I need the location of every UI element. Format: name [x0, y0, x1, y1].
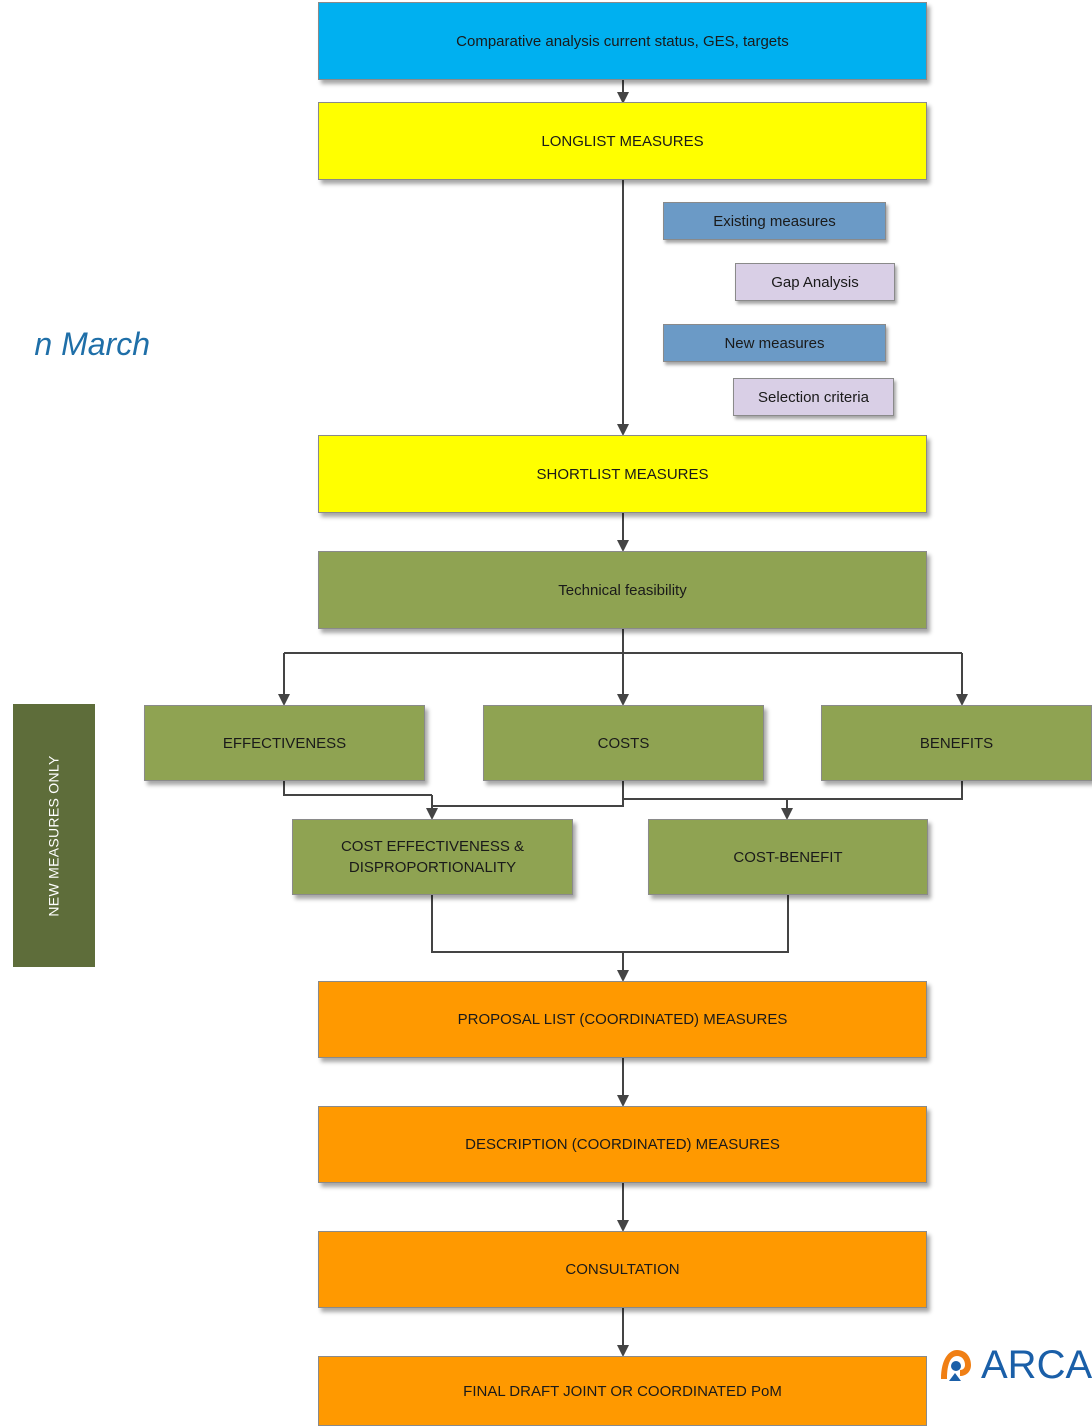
line-benefits-merge — [787, 781, 963, 800]
shortlist-measures-label: SHORTLIST MEASURES — [536, 465, 709, 483]
consultation-label: CONSULTATION — [565, 1261, 680, 1278]
final-draft-box: FINAL DRAFT JOINT OR COORDINATED PoM — [318, 1356, 927, 1426]
cost-benefit-box: COST-BENEFIT — [648, 819, 928, 895]
new-measures-box: New measures — [663, 324, 886, 362]
existing-measures-box: Existing measures — [663, 202, 886, 240]
longlist-measures-box: LONGLIST MEASURES — [318, 102, 927, 180]
costs-label: COSTS — [597, 734, 650, 752]
side-note-text: n March — [34, 326, 150, 362]
technical-feasibility-label: Technical feasibility — [558, 581, 687, 599]
proposal-list-box: PROPOSAL LIST (COORDINATED) MEASURES — [318, 981, 927, 1058]
shortlist-measures-box: SHORTLIST MEASURES — [318, 435, 927, 513]
technical-feasibility-box: Technical feasibility — [318, 551, 927, 629]
cost-effectiveness-box: COST EFFECTIVENESS & DISPROPORTIONALITY — [292, 819, 573, 895]
line-costs-merge — [432, 781, 624, 807]
new-measures-only-sidebar: NEW MEASURES ONLY — [13, 704, 95, 967]
existing-measures-label: Existing measures — [713, 212, 836, 230]
new-measures-label: New measures — [724, 334, 825, 352]
logo-wordmark: ARCA — [981, 1342, 1092, 1387]
line-analysis-merge — [431, 895, 789, 953]
benefits-box: BENEFITS — [821, 705, 1092, 781]
selection-criteria-label: Selection criteria — [758, 388, 869, 406]
logo-mark-icon — [941, 1350, 971, 1381]
line-effectiveness-merge — [283, 781, 432, 796]
selection-criteria-box: Selection criteria — [733, 378, 894, 416]
final-draft-label: FINAL DRAFT JOINT OR COORDINATED PoM — [463, 1382, 782, 1400]
gap-analysis-box: Gap Analysis — [735, 263, 895, 301]
cost-effectiveness-label: COST EFFECTIVENESS & DISPROPORTIONALITY — [340, 838, 525, 876]
effectiveness-label: EFFECTIVENESS — [222, 734, 347, 752]
costs-box: COSTS — [483, 705, 764, 781]
consultation-box: CONSULTATION — [318, 1231, 927, 1308]
longlist-measures-label: LONGLIST MEASURES — [541, 132, 704, 150]
comparative-analysis-box: Comparative analysis current status, GES… — [318, 2, 927, 80]
description-box: DESCRIPTION (COORDINATED) MEASURES — [318, 1106, 927, 1183]
comparative-analysis-label: Comparative analysis current status, GES… — [456, 32, 789, 50]
benefits-label: BENEFITS — [919, 734, 994, 752]
arca-logo: ARCA — [935, 1340, 1092, 1390]
description-label: DESCRIPTION (COORDINATED) MEASURES — [465, 1136, 780, 1153]
cost-benefit-label: COST-BENEFIT — [733, 848, 843, 866]
gap-analysis-label: Gap Analysis — [771, 273, 859, 291]
effectiveness-box: EFFECTIVENESS — [144, 705, 425, 781]
sidebar-label: NEW MEASURES ONLY — [46, 754, 63, 917]
proposal-list-label: PROPOSAL LIST (COORDINATED) MEASURES — [457, 1011, 788, 1028]
